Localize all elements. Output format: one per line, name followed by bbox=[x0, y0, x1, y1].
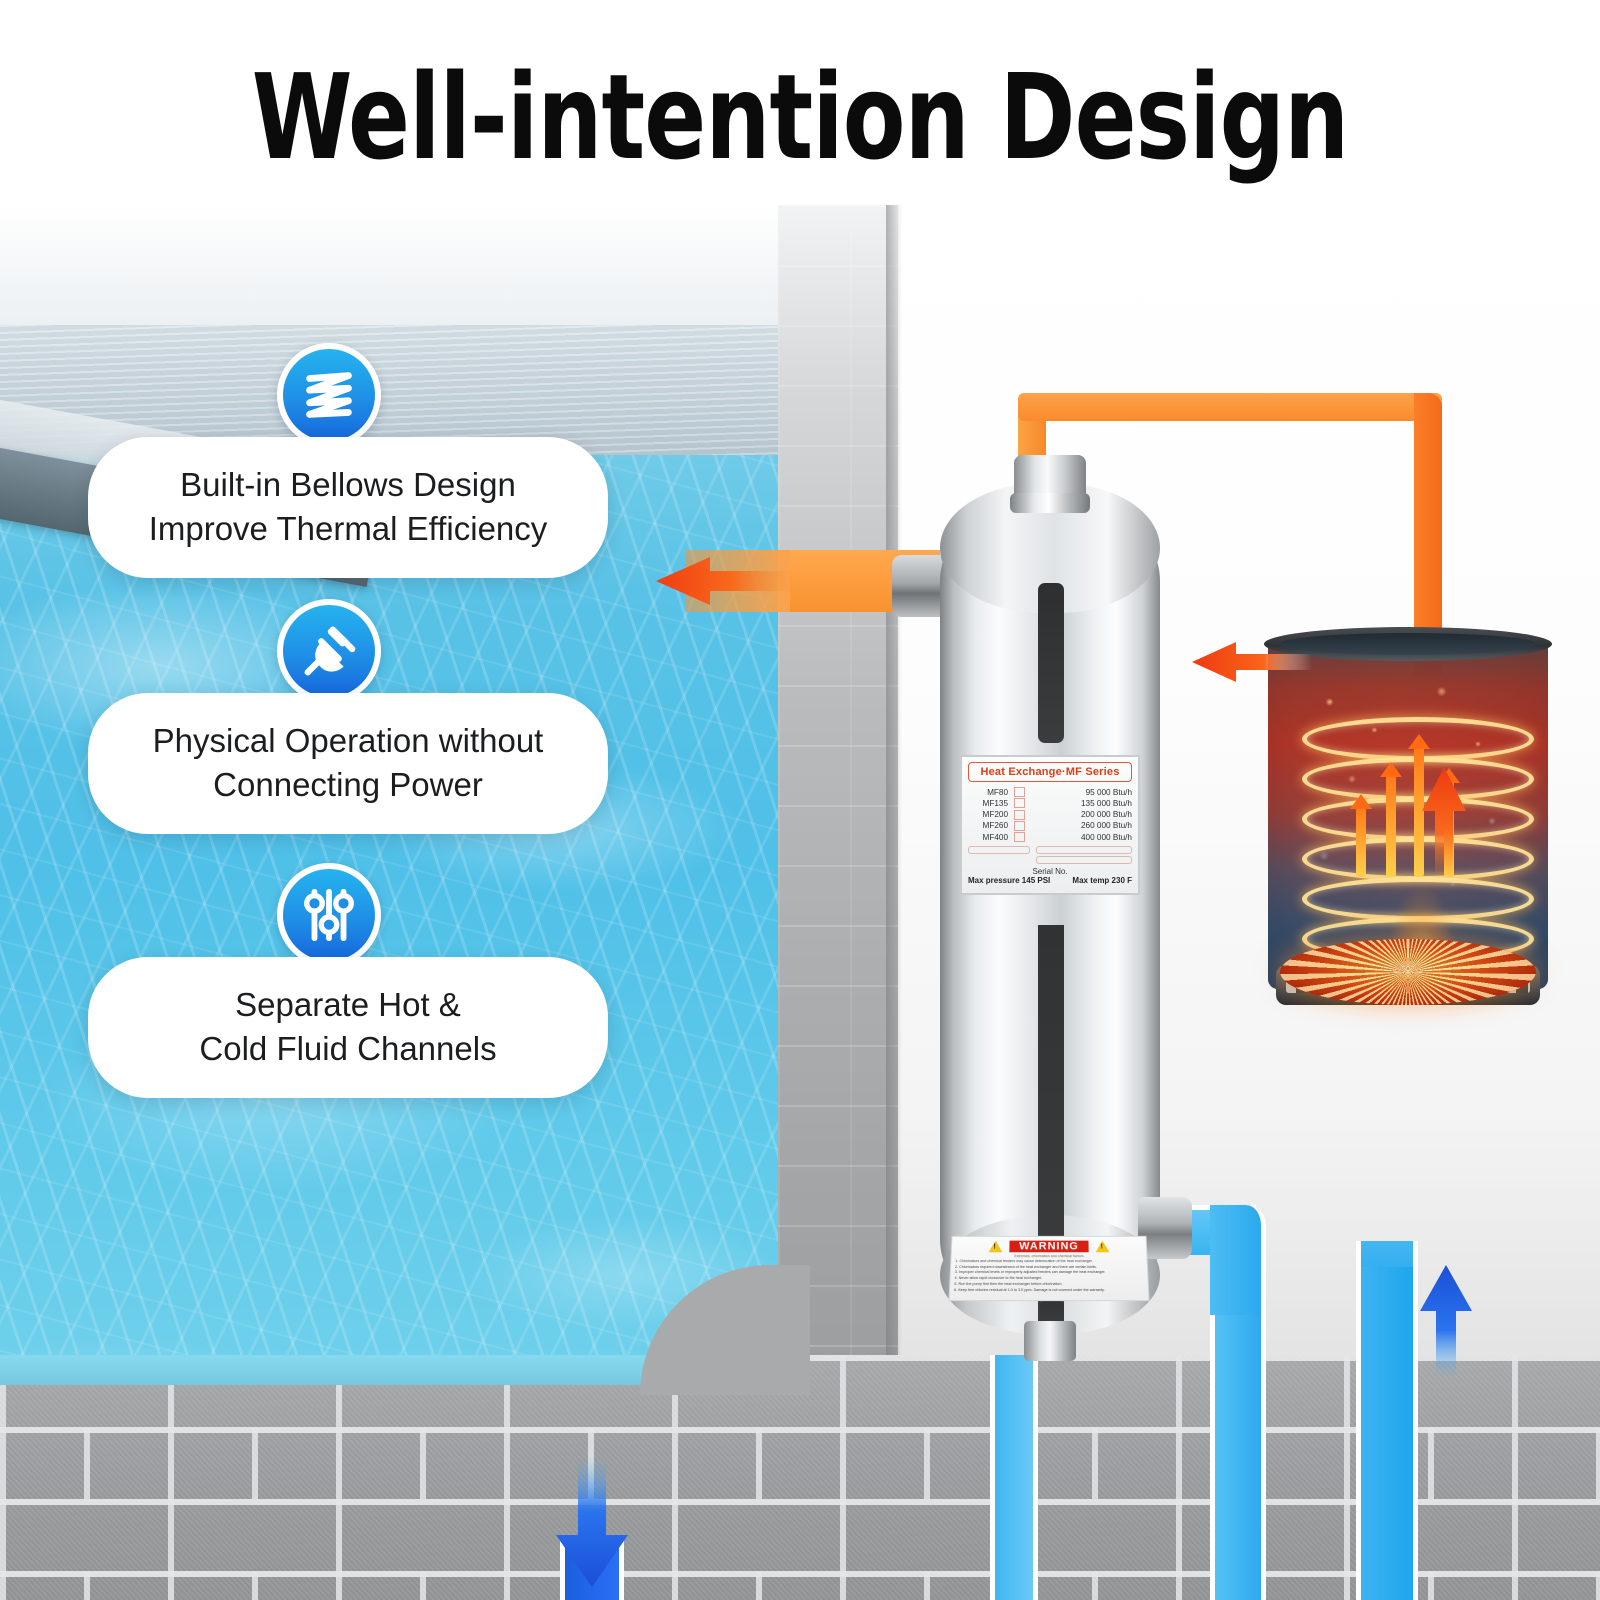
spec-row: MF80 95 000 Btu/h bbox=[968, 787, 1132, 798]
feature-line-2: Connecting Power bbox=[213, 765, 483, 803]
spec-row: MF260 260 000 Btu/h bbox=[968, 820, 1132, 832]
wall-column bbox=[778, 205, 898, 1385]
tank-top-flange bbox=[1010, 493, 1090, 513]
spec-checkbox[interactable] bbox=[1014, 809, 1025, 820]
spec-model: MF260 bbox=[982, 821, 1008, 831]
spec-model: MF135 bbox=[982, 798, 1008, 808]
product-scene: Heat Exchange·MF Series MF80 95 000 Btu/… bbox=[0, 205, 1600, 1600]
spec-writein-left bbox=[968, 846, 1030, 866]
spec-checkbox[interactable] bbox=[1014, 787, 1025, 798]
heat-arrow bbox=[1350, 794, 1372, 877]
tank-bottom-nozzle bbox=[1024, 1321, 1076, 1361]
spec-rating: 400 000 Btu/h bbox=[1081, 832, 1132, 842]
cold-pipe-boiler-inlet bbox=[1356, 1241, 1418, 1267]
cold-pipe-elbow bbox=[1210, 1205, 1266, 1315]
spec-model: MF400 bbox=[982, 832, 1008, 842]
feature-line-1: Physical Operation without bbox=[152, 722, 544, 759]
product-spec-label: Heat Exchange·MF Series MF80 95 000 Btu/… bbox=[960, 755, 1140, 895]
warning-label: WARNING Extremes, chlorination and chemi… bbox=[948, 1235, 1150, 1302]
burner-plate bbox=[1280, 939, 1536, 1005]
spec-writein-right bbox=[1036, 846, 1132, 866]
spec-label-title: Heat Exchange·MF Series bbox=[968, 762, 1132, 782]
feature-line-2: Cold Fluid Channels bbox=[199, 1029, 497, 1067]
spec-writein-box[interactable] bbox=[1036, 846, 1132, 855]
hot-pipe-top-run bbox=[1018, 393, 1442, 421]
warning-line: 6. Keep free chlorine residual at 1.0 to… bbox=[953, 1287, 1105, 1292]
boiler-unit bbox=[1258, 617, 1558, 1017]
hot-return-arrow bbox=[1192, 642, 1312, 682]
wall-column-shadow bbox=[886, 205, 902, 1385]
spec-limits: Max pressure 145 PSI Max temp 230 F bbox=[968, 876, 1132, 885]
spec-writein-area bbox=[968, 846, 1132, 866]
spec-max-temp: Max temp 230 F bbox=[1072, 876, 1132, 886]
spec-rating: 200 000 Btu/h bbox=[1081, 810, 1132, 820]
bellows-coil-icon bbox=[277, 343, 381, 447]
hot-water-to-pool-arrow bbox=[656, 557, 796, 605]
spec-rating: 95 000 Btu/h bbox=[1085, 787, 1132, 797]
heat-arrow bbox=[1408, 734, 1430, 877]
brick-course-offset-2 bbox=[84, 1571, 1600, 1600]
cold-water-from-pool-arrow bbox=[556, 1457, 628, 1587]
spec-writein-box[interactable] bbox=[968, 846, 1030, 855]
spec-checkbox[interactable] bbox=[1014, 821, 1025, 832]
sliders-icon bbox=[277, 863, 381, 967]
spec-serial-label: Serial No. bbox=[1032, 867, 1068, 877]
warning-subtitle: Extremes, chlorination and chemical fact… bbox=[1014, 1254, 1084, 1259]
spec-max-pressure: Max pressure 145 PSI bbox=[968, 876, 1051, 886]
warning-body: 1. Chlorinators and chemical feeders may… bbox=[954, 1259, 1144, 1293]
spec-checkbox[interactable] bbox=[1014, 798, 1025, 809]
feature-line-1: Separate Hot & bbox=[235, 986, 461, 1023]
brick-course-offset bbox=[84, 1427, 1600, 1499]
boiler-top-opening bbox=[1280, 633, 1536, 655]
hazard-triangle-icon bbox=[988, 1240, 1003, 1253]
feature-line-2: Improve Thermal Efficiency bbox=[148, 509, 548, 547]
hot-to-boiler-arrow bbox=[1422, 767, 1466, 879]
spec-row: MF400 400 000 Btu/h bbox=[968, 832, 1132, 843]
feature-line-1: Built-in Bellows Design bbox=[180, 466, 516, 503]
tank-weld-stripe-top bbox=[1038, 583, 1064, 743]
spec-writein-box[interactable] bbox=[1036, 856, 1132, 865]
power-plug-icon bbox=[277, 599, 381, 703]
feature-card-bellows: Built-in Bellows Design Improve Thermal … bbox=[88, 437, 608, 579]
spec-model: MF80 bbox=[987, 787, 1008, 797]
warning-heading: WARNING bbox=[1008, 1239, 1090, 1254]
cold-pipe-tank-downcomer bbox=[990, 1355, 1038, 1600]
spec-model: MF200 bbox=[982, 810, 1008, 820]
cold-to-boiler-arrow bbox=[1420, 1265, 1472, 1377]
cold-pipe-riser-boiler bbox=[1356, 1245, 1418, 1600]
spec-label-footer: Serial No. Max pressure 145 PSI Max temp… bbox=[968, 867, 1132, 885]
feature-card-no-power: Physical Operation without Connecting Po… bbox=[88, 693, 608, 835]
spec-rating: 135 000 Btu/h bbox=[1081, 798, 1132, 808]
page-title: Well-intention Design bbox=[251, 48, 1349, 186]
spec-row: MF135 135 000 Btu/h bbox=[968, 798, 1132, 809]
brick-texture bbox=[0, 1355, 1600, 1600]
heat-arrow bbox=[1380, 762, 1402, 877]
feature-card-channels: Separate Hot & Cold Fluid Channels bbox=[88, 957, 608, 1099]
spec-checkbox[interactable] bbox=[1014, 832, 1025, 843]
hazard-triangle-icon bbox=[1095, 1240, 1110, 1253]
spec-row: MF200 200 000 Btu/h bbox=[968, 809, 1132, 820]
spec-rating: 260 000 Btu/h bbox=[1081, 821, 1132, 831]
heat-exchanger-tank: Heat Exchange·MF Series MF80 95 000 Btu/… bbox=[892, 455, 1192, 1365]
spec-label-rows: MF80 95 000 Btu/h MF135 135 000 Btu/h MF… bbox=[968, 787, 1132, 844]
warning-header: WARNING bbox=[956, 1239, 1143, 1254]
